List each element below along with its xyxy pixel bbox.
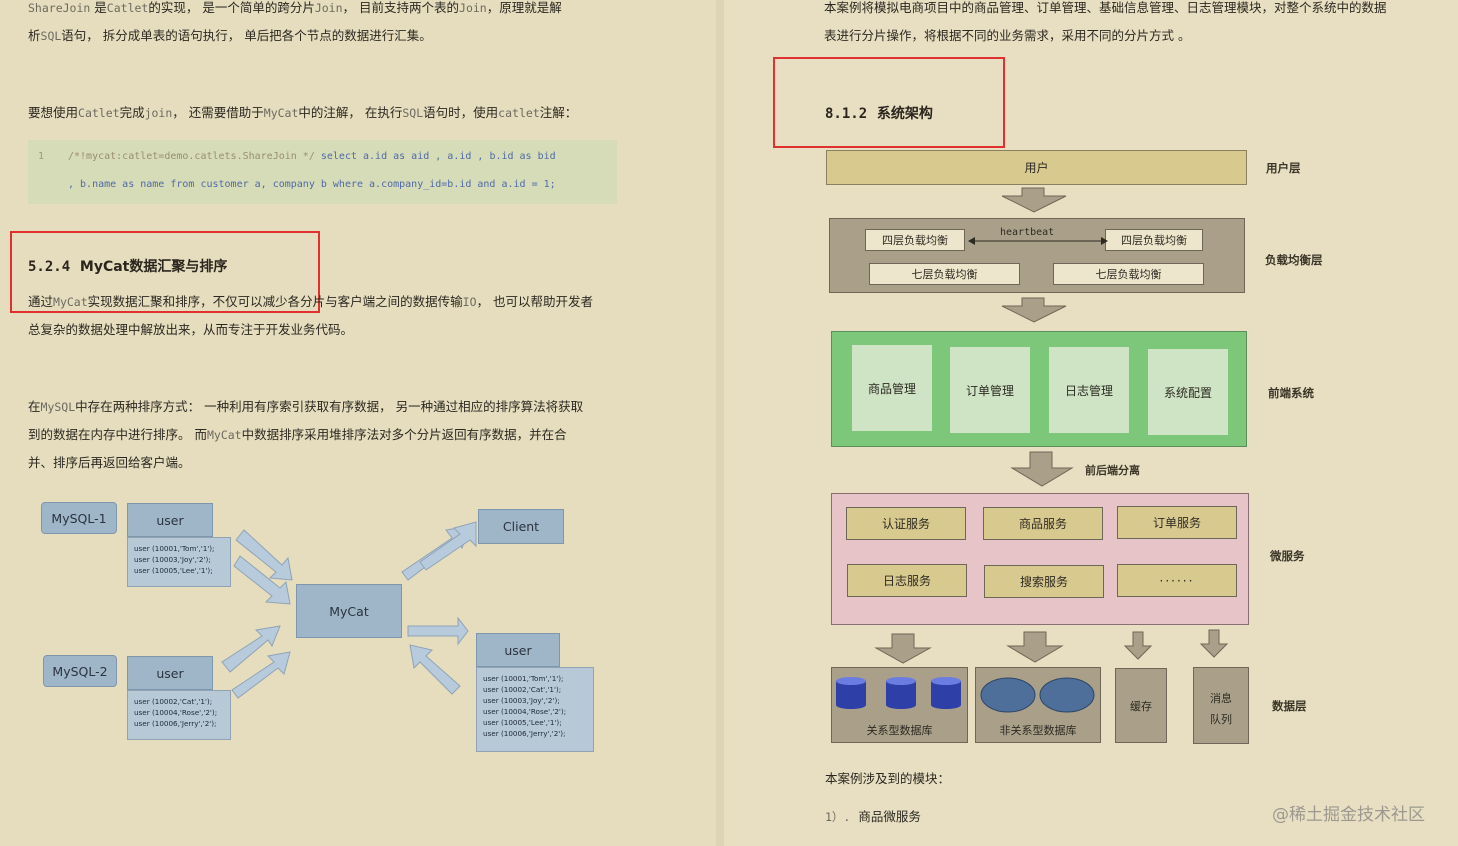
service-orders: 订单服务 bbox=[1117, 506, 1237, 539]
arrow-icon bbox=[233, 555, 291, 605]
paragraph-aggregation: 通过MyCat实现数据汇聚和排序，不仅可以减少各分片与客户端之间的数据传输IO，… bbox=[28, 288, 628, 344]
architecture-shapes bbox=[836, 187, 1229, 713]
front-module-logs: 日志管理 bbox=[1049, 347, 1129, 433]
user-box: 用户 bbox=[826, 150, 1247, 185]
records-card-1: user (10001,'Tom','1'); user (10003,'Joy… bbox=[127, 537, 231, 587]
layer-label-user: 用户层 bbox=[1266, 161, 1301, 175]
arrow-icon bbox=[221, 625, 281, 673]
service-goods: 商品服务 bbox=[983, 507, 1103, 540]
diagram-arrows bbox=[221, 521, 477, 699]
l4-balancer-left: 四层负载均衡 bbox=[865, 229, 965, 251]
front-module-config: 系统配置 bbox=[1148, 349, 1228, 435]
heartbeat-arrow-icon bbox=[968, 237, 1108, 245]
arrow-icon bbox=[407, 616, 469, 646]
relational-db-label: 关系型数据库 bbox=[866, 724, 933, 737]
section-heading: 5.2.4 MyCat数据汇聚与排序 bbox=[28, 259, 228, 275]
down-arrow-icon bbox=[1001, 187, 1067, 213]
right-page: 本案例将模拟电商项目中的商品管理、订单管理、基础信息管理、日志管理模块，对整个系… bbox=[724, 0, 1458, 846]
section-heading: 8.1.2 系统架构 bbox=[825, 106, 933, 122]
paragraph-line: 到的数据在内存中进行排序。 而MyCat中数据排序采用堆排序法对多个分片返回有序… bbox=[28, 427, 567, 442]
highlight-box bbox=[10, 231, 320, 313]
database-cylinder-icon bbox=[931, 677, 961, 709]
code-block[interactable]: 1 /*!mycat:catlet=demo.catlets.ShareJoin… bbox=[28, 140, 617, 204]
paragraph-line: 表进行分片操作，将根据不同的业务需求，采用不同的分片方式 。 bbox=[824, 28, 1191, 43]
l7-balancer-right: 七层负载均衡 bbox=[1053, 263, 1204, 285]
records-card-2: user (10002,'Cat','1'); user (10004,'Ros… bbox=[127, 690, 231, 740]
code-line: , b.name as name from customer a, compan… bbox=[68, 179, 556, 190]
l4-balancer-right: 四层负载均衡 bbox=[1105, 229, 1203, 251]
paragraph-line: 通过MyCat实现数据汇聚和排序，不仅可以减少各分片与客户端之间的数据传输IO，… bbox=[28, 294, 593, 309]
message-queue-box: 消息 队列 bbox=[1193, 667, 1249, 744]
client-node: Client bbox=[478, 509, 564, 544]
paragraph-line: 析SQL语句， 拆分成单表的语句执行， 单后把各个节点的数据进行汇集。 bbox=[28, 28, 432, 43]
nosql-db-label: 非关系型数据库 bbox=[999, 724, 1077, 737]
line-number: 1 bbox=[38, 151, 45, 162]
paragraph-catlet-usage: 要想使用Catlet完成join， 还需要借助于MyCat中的注解， 在执行SQ… bbox=[28, 105, 578, 120]
mysql1-node: MySQL-1 bbox=[41, 502, 117, 534]
paragraph-sorting: 在MySQL中存在两种排序方式： 一种利用有序索引获取有序数据， 另一种通过相应… bbox=[28, 393, 628, 477]
down-arrow-icon bbox=[1123, 631, 1153, 660]
records-card-merged: user (10001,'Tom','1'); user (10002,'Cat… bbox=[476, 667, 594, 752]
service-logs: 日志服务 bbox=[847, 564, 967, 597]
mysql2-node: MySQL-2 bbox=[43, 655, 117, 687]
highlight-box bbox=[773, 57, 1005, 148]
modules-title: 本案例涉及到的模块： bbox=[825, 771, 951, 786]
nosql-disk-icon bbox=[1039, 677, 1095, 713]
layer-label-front-end: 前端系统 bbox=[1268, 386, 1314, 400]
paragraph-line: 并、排序后再返回给客户端。 bbox=[28, 455, 191, 470]
service-more: ······ bbox=[1117, 564, 1237, 597]
arrow-icon bbox=[231, 651, 291, 699]
database-cylinder-icon bbox=[886, 677, 916, 709]
database-cylinder-icon bbox=[836, 677, 866, 709]
paragraph-line: 总复杂的数据处理中解放出来，从而专注于开发业务代码。 bbox=[28, 322, 354, 337]
paragraph-line: 本案例将模拟电商项目中的商品管理、订单管理、基础信息管理、日志管理模块，对整个系… bbox=[824, 0, 1387, 15]
arrow-icon bbox=[409, 644, 461, 695]
down-arrow-icon bbox=[874, 633, 932, 664]
left-page: ShareJoin 是Catlet的实现， 是一个简单的跨分片Join， 目前支… bbox=[0, 0, 716, 846]
user-table-header: user bbox=[127, 656, 213, 690]
front-module-orders: 订单管理 bbox=[950, 347, 1030, 433]
watermark: @稀土掘金技术社区 bbox=[1272, 805, 1425, 825]
code-line: /*!mycat:catlet=demo.catlets.ShareJoin *… bbox=[68, 151, 556, 162]
cache-box: 缓存 bbox=[1115, 668, 1167, 743]
service-search: 搜索服务 bbox=[984, 565, 1104, 598]
layer-label-microservice: 微服务 bbox=[1270, 549, 1305, 563]
layer-label-data: 数据层 bbox=[1272, 699, 1307, 713]
arrow-icon bbox=[419, 521, 477, 571]
layer-label-load-balancer: 负载均衡层 bbox=[1265, 253, 1323, 267]
mycat-node: MyCat bbox=[296, 584, 402, 638]
service-auth: 认证服务 bbox=[846, 507, 966, 540]
paragraph-line: ShareJoin 是Catlet的实现， 是一个简单的跨分片Join， 目前支… bbox=[28, 0, 562, 15]
split-label: 前后端分离 bbox=[1085, 464, 1140, 477]
front-module-goods: 商品管理 bbox=[852, 345, 932, 431]
arrow-icon bbox=[235, 529, 293, 581]
heartbeat-label: heartbeat bbox=[1000, 227, 1055, 238]
down-arrow-icon bbox=[1199, 629, 1229, 658]
paragraph-intro: 本案例将模拟电商项目中的商品管理、订单管理、基础信息管理、日志管理模块，对整个系… bbox=[824, 0, 1444, 50]
nosql-disk-icon bbox=[980, 677, 1036, 713]
down-arrow-icon bbox=[1006, 631, 1064, 663]
paragraph-line: 在MySQL中存在两种排序方式： 一种利用有序索引获取有序数据， 另一种通过相应… bbox=[28, 399, 584, 414]
page-gutter bbox=[716, 0, 724, 846]
l7-balancer-left: 七层负载均衡 bbox=[869, 263, 1020, 285]
module-item: 1）. 商品微服务 bbox=[825, 809, 921, 824]
paragraph-sharejoin: ShareJoin 是Catlet的实现， 是一个简单的跨分片Join， 目前支… bbox=[28, 0, 628, 50]
down-arrow-icon bbox=[1010, 451, 1074, 487]
down-arrow-icon bbox=[1001, 297, 1067, 323]
user-table-header: user bbox=[476, 633, 560, 667]
user-table-header: user bbox=[127, 503, 213, 537]
